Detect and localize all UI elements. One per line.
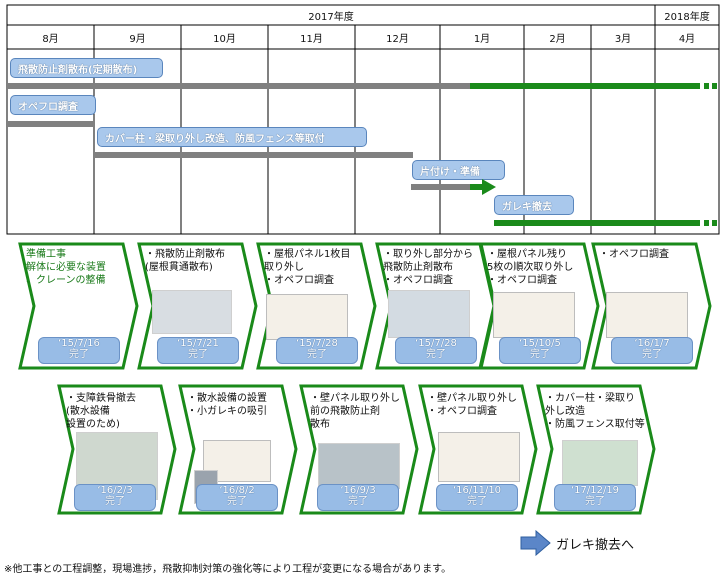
step4-image [388, 290, 470, 338]
step2-date: ‘15/7/21 [177, 338, 219, 349]
step7-date: ‘16/2/3 [97, 485, 133, 496]
step8-status: 完了 [227, 496, 247, 507]
step7-status: 完了 [105, 496, 125, 507]
bar-spray-plan [470, 83, 700, 89]
step6-text: ・オペフロ調査 [599, 249, 669, 260]
task-cover-modification: カバー柱・梁取り外し改造、防風フェンス等取付 [97, 127, 367, 147]
step9-date: ‘16/9/3 [340, 485, 376, 496]
step2-text: ・飛散防止剤散布 (屋根貫通散布) [145, 249, 225, 273]
step6-image [606, 292, 688, 338]
step3-image [266, 294, 348, 340]
step5-badge: ‘15/10/5 完了 [499, 337, 581, 364]
step7-badge: ‘16/2/3 完了 [74, 484, 156, 511]
step9-text: ・壁パネル取り外し 前の飛散防止剤 散布 [310, 393, 400, 430]
step8-date: ‘16/8/2 [219, 485, 255, 496]
bar-spray-done [7, 83, 470, 89]
month-feb: 2月 [549, 33, 566, 45]
step10-text: ・壁パネル取り外し ・オペフロ調査 [427, 393, 517, 417]
task-rubble-removal: ガレキ撤去 [494, 195, 574, 215]
step10-badge: ‘16/11/10 完了 [436, 484, 518, 511]
step11-badge: ‘17/12/19 完了 [554, 484, 636, 511]
step11-text: ・カバー柱・梁取り 外し改造 ・防風フェンス取付等 [545, 393, 645, 430]
task-operation-floor: オペフロ調査 [10, 95, 96, 115]
step11-status: 完了 [585, 496, 605, 507]
step4-text: ・取り外し部分から 飛散防止剤散布 ・オペフロ調査 [383, 249, 473, 286]
month-apr: 4月 [678, 33, 696, 45]
step3-status: 完了 [307, 349, 327, 360]
next-step-label: ガレキ撤去へ [556, 538, 635, 553]
step9-status: 完了 [348, 496, 368, 507]
step1-date: ‘15/7/16 [58, 338, 100, 349]
step5-status: 完了 [530, 349, 550, 360]
cleanup-arrow-icon [482, 179, 496, 195]
step4-date: ‘15/7/28 [415, 338, 457, 349]
bar-spray-dash-2 [712, 83, 717, 89]
bar-cleanup-plan [470, 184, 484, 190]
bar-rubble-plan [494, 220, 700, 226]
step2-image [152, 290, 232, 334]
step5-image [493, 292, 575, 338]
bar-cover [94, 152, 413, 158]
bar-rubble-dash-2 [712, 220, 717, 226]
step5-text: ・屋根パネル残り 5枚の順次取り外し ・オペフロ調査 [487, 249, 574, 286]
task-cleanup: 片付け・準備 [412, 160, 505, 180]
step8-text: ・散水設備の設置 ・小ガレキの吸引 [187, 393, 267, 417]
bar-operation [7, 121, 94, 127]
month-oct: 10月 [213, 33, 236, 45]
step3-date: ‘15/7/28 [296, 338, 338, 349]
month-jan: 1月 [473, 33, 491, 45]
bar-rubble-dash-1 [704, 220, 709, 226]
step6-date: ‘16/1/7 [634, 338, 670, 349]
step3-badge: ‘15/7/28 完了 [276, 337, 358, 364]
step10-status: 完了 [467, 496, 487, 507]
month-sep: 9月 [129, 33, 146, 45]
bar-spray-dash-1 [704, 83, 709, 89]
step2-status: 完了 [188, 349, 208, 360]
step9-badge: ‘16/9/3 完了 [317, 484, 399, 511]
step7-text: ・支障鉄骨撤去 (散水設備 設置のため) [66, 393, 136, 430]
step8-badge: ‘16/8/2 完了 [196, 484, 278, 511]
year-2017-label: 2017年度 [308, 11, 354, 23]
schedule-grid [6, 4, 720, 235]
next-arrow-icon [520, 530, 551, 556]
step1-status: 完了 [69, 349, 89, 360]
step1-text: 準備工事 解体に必要な装置 、クレーンの整備 [26, 249, 106, 286]
month-dec: 12月 [386, 33, 409, 45]
step3-text: ・屋根パネル1枚目 取り外し ・オペフロ調査 [264, 249, 351, 286]
step4-badge: ‘15/7/28 完了 [395, 337, 477, 364]
bar-cleanup-done [411, 184, 470, 190]
step10-date: ‘16/11/10 [452, 485, 502, 496]
step9-image [318, 443, 400, 489]
step1-badge: ‘15/7/16 完了 [38, 337, 120, 364]
month-nov: 11月 [300, 33, 323, 45]
step6-status: 完了 [642, 349, 662, 360]
month-mar: 3月 [614, 33, 632, 45]
step11-date: ‘17/12/19 [570, 485, 620, 496]
step6-badge: ‘16/1/7 完了 [611, 337, 693, 364]
task-spray: 飛散防止剤散布(定期散布) [10, 58, 163, 78]
year-2018-label: 2018年度 [664, 11, 710, 23]
footnote: ※他工事との工程調整，現場進捗，飛散抑制対策の強化等により工程が変更になる場合が… [4, 564, 452, 575]
step4-status: 完了 [426, 349, 446, 360]
step10-image [438, 432, 520, 482]
step11-image [562, 440, 638, 486]
step2-badge: ‘15/7/21 完了 [157, 337, 239, 364]
step5-date: ‘15/10/5 [519, 338, 561, 349]
month-aug: 8月 [42, 33, 59, 45]
